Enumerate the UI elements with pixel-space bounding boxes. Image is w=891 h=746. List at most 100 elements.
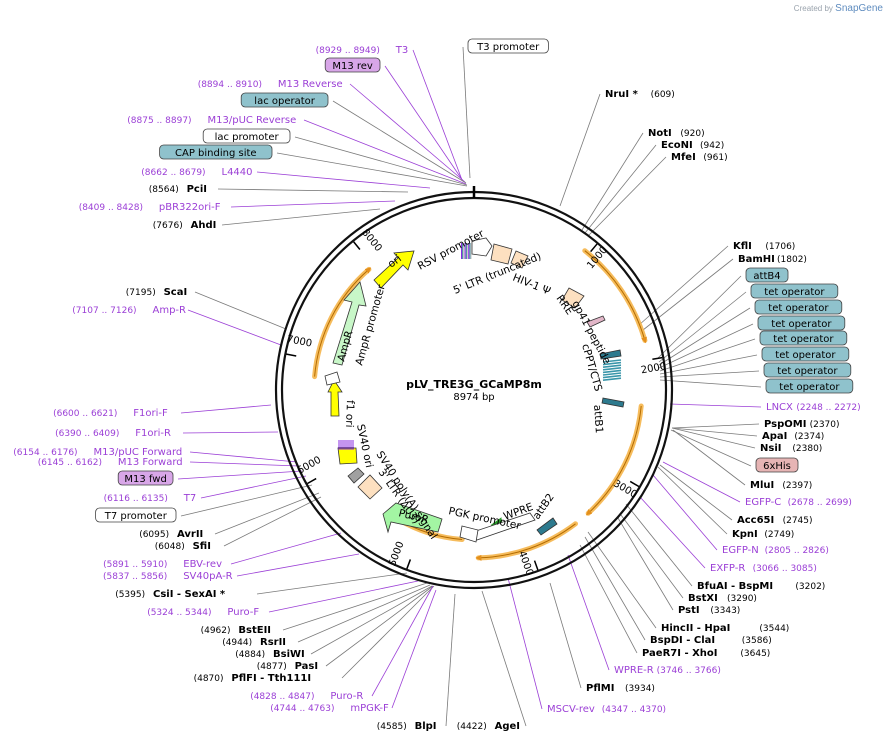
leader-line [268,580,419,613]
snapgene-watermark: Created by SnapGene [794,3,883,14]
leader-line [659,354,758,375]
attb2-box [536,517,558,536]
feature-box-bg [240,92,329,108]
feature-box-label: tet operator [779,382,840,393]
leader-line [670,429,752,467]
site-position: (1802) [777,255,807,265]
tick-label-8000: 8000 [359,227,384,254]
primer-position: (6390 .. 6409) [55,429,119,439]
primer-name: F1ori-R [135,428,171,439]
site-position: (3290) [727,594,757,604]
tick-label-7000: 7000 [286,334,313,350]
primer-label: LNCX(2248 .. 2272) [766,402,861,413]
primer-position: (6145 .. 6162) [38,458,102,468]
restriction-site-label: KpnI(2749) [732,529,794,540]
primer-name: SV40pA-R [183,571,232,582]
leader-line [671,427,758,437]
site-name: BamHI [738,254,775,265]
cppt-box [599,349,622,360]
feature-box-label: lac promoter [215,132,280,143]
primer-name: WPRE-R [614,665,654,676]
leader-line [412,49,463,181]
primer-label: pBR322ori-F(8409 .. 8428) [79,202,221,213]
tick-1000 [590,243,598,253]
site-position: (3934) [625,684,655,694]
ampr-arrow [332,281,367,366]
primer-name: EBV-rev [183,559,222,570]
primer-position: (5324 .. 5344) [147,608,211,618]
feature-box-bg [95,507,177,523]
sv40-polya-box [347,467,365,484]
site-position: (2397) [782,481,812,491]
primer-label: F1ori-F(6600 .. 6621) [53,408,168,419]
leader-line [189,451,298,463]
site-name: PflFI - Tth111I [231,673,311,684]
site-position: (2749) [764,530,794,540]
sv40-ori-box [337,447,358,465]
restriction-site-label: BamHI(1802) [738,254,807,265]
tet-operator-stripe [602,361,622,366]
feature-box-bg [757,315,846,331]
feature-box-label: tet operator [775,350,836,361]
site-name: ApaI [762,431,787,442]
restriction-site-label: NsiI(2380) [760,443,822,454]
site-position: (8564) [149,185,179,195]
site-position: (4944) [222,638,252,648]
t3-region-stripe [461,243,462,259]
tick-8000 [353,241,361,250]
feature-box: tet operator [763,362,852,378]
rsv-promoter-arrow [471,237,493,257]
ampr-promoter-box [324,371,341,386]
feature-box: T3 promoter [467,38,549,54]
leader-line [581,132,644,231]
restriction-site-label: PspOMI(2370) [764,419,840,430]
feature-box-bg [761,346,850,362]
leader-line [657,466,728,535]
site-position: (2380) [792,444,822,454]
feature-box-label: CAP binding site [175,148,257,159]
orange-arc-core-4 [314,267,372,377]
primer-name: Amp-R [153,305,187,316]
feature-box-bg [117,470,174,486]
site-name: BstXI [688,593,718,604]
site-position: (3645) [740,649,770,659]
site-name: MfeI [671,152,696,163]
site-position: (4870) [194,674,224,684]
leader-line [189,461,300,467]
restriction-site-label: EcoNI(942) [661,140,724,151]
primer-label: Amp-R(7107 .. 7126) [72,305,186,316]
primer-position: (5837 .. 5856) [103,572,167,582]
primer-label: T7(6116 .. 6135) [104,493,197,504]
site-name: AhdI [191,220,217,231]
feature-box: lac promoter [202,128,291,144]
site-position: (3343) [710,606,740,616]
restriction-site-label: PasI(4877) [257,661,318,672]
site-position: (4422) [457,722,487,732]
hiv-psi-box [510,250,529,269]
primer-label: MSCV-rev(4347 .. 4370) [547,704,666,715]
site-name: BspDI - ClaI [650,635,715,646]
leader-line [310,585,433,655]
leader-line [584,144,657,234]
t3-region-stripe [469,243,471,259]
leader-line [349,83,466,183]
t3-region-stripe [467,243,468,259]
primer-label: T3(8929 .. 8949) [316,45,409,56]
leader-line [180,404,272,414]
site-position: (6095) [139,530,169,540]
site-name: AgeI [495,721,520,732]
feature-box-bg [759,330,848,346]
feature-box: tet operator [750,283,839,299]
primer-name: T3 [395,45,408,56]
site-position: (3202) [795,582,825,592]
primer-name: L4440 [222,167,253,178]
feature-box-bg [765,378,854,394]
feature-box-bg [750,283,839,299]
primer-position: (6600 .. 6621) [53,409,117,419]
primer-name: Puro-R [330,691,363,702]
gp41-box [586,315,606,328]
leader-line [672,429,746,486]
feature-box-label: lac operator [254,96,315,107]
primer-name: EXFP-R [710,563,745,574]
